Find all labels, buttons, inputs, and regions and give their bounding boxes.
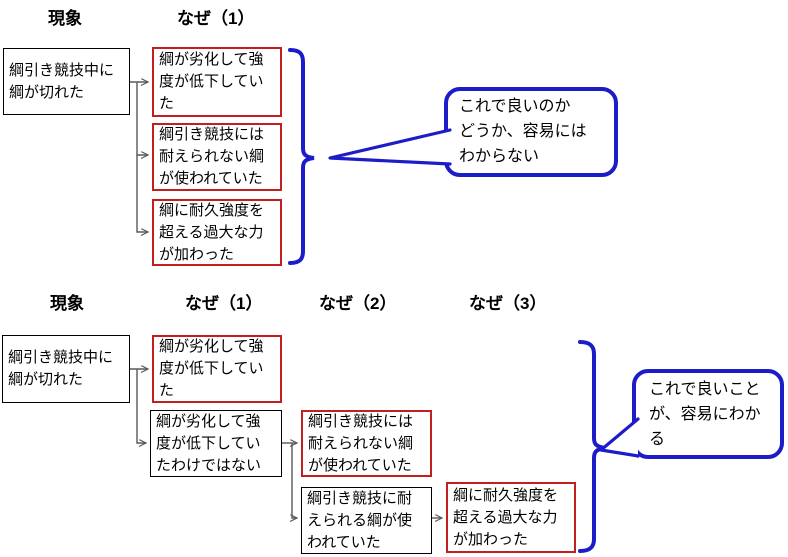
top-brace <box>288 48 315 265</box>
connector-arrow <box>136 155 148 232</box>
bottom-brace <box>578 340 607 553</box>
bottom-why2-cause-box: 綱引き競技には 耐えられない綱 が使われていた <box>301 410 432 477</box>
box-text: 綱が劣化して強 度が低下してい たわけではない <box>156 412 262 474</box>
bottom-callout-bubble <box>632 369 784 459</box>
box-text: 綱に耐久強度を 超える過大な力 が加わった <box>453 486 559 548</box>
top-cause3-box: 綱に耐久強度を 超える過大な力 が加わった <box>152 199 282 266</box>
connector-arrow <box>292 443 297 518</box>
top-callout-tail <box>328 128 452 166</box>
top-cause1-box: 綱が劣化して強 度が低下してい た <box>152 47 282 117</box>
bottom-callout-text: これで良いこと が、容易にわか る <box>649 381 761 448</box>
box-text: 綱が劣化して強 度が低下してい た <box>159 51 264 112</box>
bottom-callout-tail <box>599 417 640 458</box>
bottom-header-why2: なぜ（2） <box>319 294 397 313</box>
top-header-phenomenon: 現象 <box>48 9 82 28</box>
top-cause2-box: 綱引き競技には 耐えられない綱 が使われていた <box>152 123 282 191</box>
box-text: 綱引き競技には 耐えられない綱 が使われていた <box>159 126 265 187</box>
box-text: 綱が劣化して強 度が低下してい た <box>159 338 264 399</box>
top-header-why1: なぜ（1） <box>177 9 255 28</box>
connector-arrow <box>136 369 146 443</box>
bottom-why1-cause-box: 綱が劣化して強 度が低下してい た <box>152 335 282 403</box>
top-phenomenon-box: 綱引き競技中に 綱が切れた <box>3 48 130 115</box>
bottom-why2-negation-box: 綱引き競技に耐 えられる綱が使 われていた <box>301 487 432 554</box>
bottom-phenomenon-box: 綱引き競技中に 綱が切れた <box>2 335 130 403</box>
top-callout-text: これで良いのか どうか、容易には わからない <box>459 98 587 165</box>
bottom-header-phenomenon: 現象 <box>50 294 84 313</box>
bottom-why3-cause-box: 綱に耐久強度を 超える過大な力 が加わった <box>446 482 576 553</box>
bottom-header-why1: なぜ（1） <box>185 294 263 313</box>
box-text: 綱引き競技には 耐えられない綱 が使われていた <box>308 412 414 474</box>
bottom-why1-negation-box: 綱が劣化して強 度が低下してい たわけではない <box>150 410 282 477</box>
box-text: 綱に耐久強度を 超える過大な力 が加わった <box>159 201 265 263</box>
box-text: 綱引き競技に耐 えられる綱が使 われていた <box>307 489 413 551</box>
bottom-header-why3: なぜ（3） <box>469 294 547 313</box>
box-text: 綱引き競技中に 綱が切れた <box>8 349 114 388</box>
box-text: 綱引き競技中に 綱が切れた <box>9 61 115 101</box>
connector-arrow <box>136 82 148 155</box>
